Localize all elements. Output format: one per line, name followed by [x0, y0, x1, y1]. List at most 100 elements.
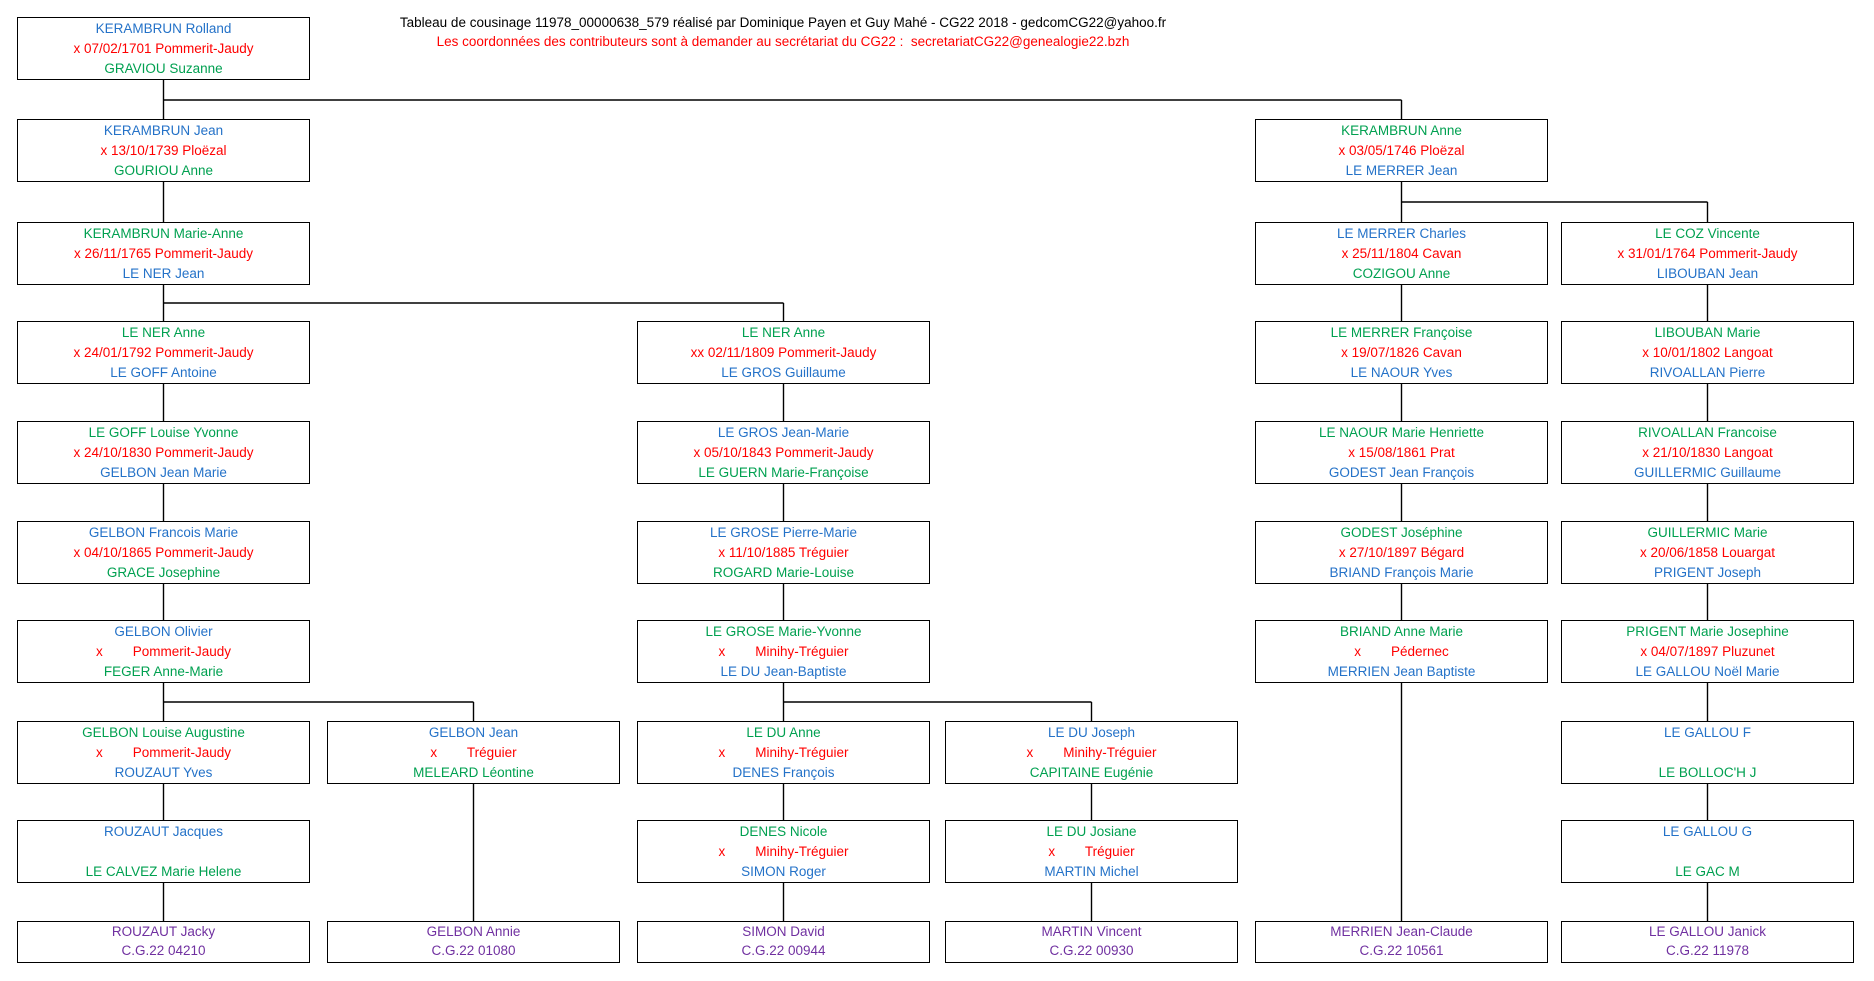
person-box: LE GALLOU F LE BOLLOC'H J	[1561, 721, 1854, 784]
marriage-info: x 24/01/1792 Pommerit-Jaudy	[73, 345, 254, 360]
person-name: LE DU Anne	[746, 725, 821, 740]
spouse-name: BRIAND François Marie	[1329, 565, 1474, 580]
person-name: LE GOFF Louise Yvonne	[88, 425, 239, 440]
person-name: GELBON Olivier	[114, 624, 213, 639]
contributor-name: MARTIN Vincent	[1041, 924, 1142, 939]
person-name: GELBON Francois Marie	[88, 525, 239, 540]
person-name: LE NAOUR Marie Henriette	[1318, 425, 1485, 440]
marriage-info: x 04/07/1897 Pluzunet	[1640, 644, 1775, 659]
marriage-info: x 05/10/1843 Pommerit-Jaudy	[693, 445, 874, 460]
spouse-name: LE GROS Guillaume	[721, 365, 846, 380]
spouse-name: FEGER Anne-Marie	[103, 664, 224, 679]
marriage-info: x 27/10/1897 Bégard	[1338, 545, 1465, 560]
spouse-name: ROUZAUT Yves	[114, 765, 213, 780]
spouse-name: LE GOFF Antoine	[110, 365, 217, 380]
marriage-info: x 11/10/1885 Tréguier	[718, 545, 849, 560]
person-name: KERAMBRUN Rolland	[95, 21, 232, 36]
person-box: LE GOFF Louise Yvonne x 24/10/1830 Pommer…	[17, 421, 310, 484]
person-box: LE COZ Vincente x 31/01/1764 Pommerit-Jau…	[1561, 222, 1854, 285]
person-name: LE GROSE Pierre-Marie	[709, 525, 858, 540]
contributor-name: GELBON Annie	[426, 924, 521, 939]
spouse-name: LE GUERN Marie-Françoise	[698, 465, 869, 480]
person-name: DENES Nicole	[739, 824, 828, 839]
marriage-info	[18, 842, 309, 862]
spouse-name: GUILLERMIC Guillaume	[1633, 465, 1782, 480]
chart-title: Tableau de cousinage 11978_00000638_579 …	[333, 13, 1233, 51]
spouse-name: LE GAC M	[1675, 864, 1740, 879]
person-name: LE GALLOU G	[1662, 824, 1753, 839]
marriage-info: x 07/02/1701 Pommerit-Jaudy	[73, 41, 254, 56]
marriage-info: x 24/10/1830 Pommerit-Jaudy	[73, 445, 254, 460]
person-name: LE MERRER Charles	[1336, 226, 1467, 241]
spouse-name: LIBOUBAN Jean	[1656, 266, 1759, 281]
cg-code: C.G.22 00944	[741, 943, 826, 958]
contributor-name: LE GALLOU Janick	[1648, 924, 1767, 939]
person-name: RIVOALLAN Francoise	[1638, 425, 1777, 440]
person-name: ROUZAUT Jacques	[103, 824, 224, 839]
person-name: PRIGENT Marie Josephine	[1626, 624, 1789, 639]
marriage-info: x 04/10/1865 Pommerit-Jaudy	[73, 545, 254, 560]
marriage-info: x 19/07/1826 Cavan	[1341, 345, 1462, 360]
person-box: LE GROSE Pierre-Marie x 11/10/1885 Trégui…	[637, 521, 930, 584]
marriage-info: x Tréguier	[1048, 844, 1135, 859]
marriage-info	[1562, 743, 1853, 763]
spouse-name: COZIGOU Anne	[1352, 266, 1451, 281]
person-box: LE NAOUR Marie Henriette x 15/08/1861 Pra…	[1255, 421, 1548, 484]
marriage-info: x Pédernec	[1354, 644, 1449, 659]
contributor-name: SIMON David	[742, 924, 825, 939]
person-name: GELBON Louise Augustine	[82, 725, 245, 740]
spouse-name: LE BOLLOC'H J	[1658, 765, 1757, 780]
spouse-name: CAPITAINE Eugénie	[1029, 765, 1154, 780]
person-name: LE GALLOU F	[1663, 725, 1752, 740]
spouse-name: MERRIEN Jean Baptiste	[1327, 664, 1476, 679]
person-name: KERAMBRUN Marie-Anne	[83, 226, 244, 241]
person-box: PRIGENT Marie Josephine x 04/07/1897 Pluz…	[1561, 620, 1854, 683]
marriage-info: x 26/11/1765 Pommerit-Jaudy	[73, 246, 254, 261]
person-name: KERAMBRUN Jean	[103, 123, 224, 138]
marriage-info: x 31/01/1764 Pommerit-Jaudy	[1617, 246, 1798, 261]
person-name: LE COZ Vincente	[1655, 226, 1760, 241]
spouse-name: MELEARD Léontine	[413, 765, 534, 780]
person-name: KERAMBRUN Anne	[1341, 123, 1462, 138]
spouse-name: GELBON Jean Marie	[100, 465, 227, 480]
marriage-info	[1562, 842, 1853, 862]
person-name: LIBOUBAN Marie	[1654, 325, 1761, 340]
person-box: LE GALLOU G LE GAC M	[1561, 820, 1854, 883]
marriage-info: x 20/06/1858 Louargat	[1639, 545, 1776, 560]
marriage-info: x Minihy-Tréguier	[718, 644, 849, 659]
cg-code: C.G.22 11978	[1665, 943, 1750, 958]
spouse-name: GOURIOU Anne	[113, 163, 214, 178]
marriage-info: x 25/11/1804 Cavan	[1341, 246, 1462, 261]
person-box: GELBON Francois Marie x 04/10/1865 Pommer…	[17, 521, 310, 584]
spouse-name: GRAVIOU Suzanne	[104, 61, 223, 76]
person-name: GUILLERMIC Marie	[1647, 525, 1768, 540]
spouse-name: DENES François	[732, 765, 835, 780]
spouse-name: LE CALVEZ Marie Helene	[85, 864, 242, 879]
marriage-info: x 03/05/1746 Ploëzal	[1338, 143, 1465, 158]
spouse-name: LE NAOUR Yves	[1350, 365, 1453, 380]
spouse-name: LE GALLOU Noël Marie	[1635, 664, 1780, 679]
person-box: KERAMBRUN Rolland x 07/02/1701 Pommerit-J…	[17, 17, 310, 80]
marriage-info: x Tréguier	[430, 745, 517, 760]
spouse-name: PRIGENT Joseph	[1653, 565, 1762, 580]
person-name: LE DU Josiane	[1046, 824, 1137, 839]
marriage-info: x 15/08/1861 Prat	[1348, 445, 1455, 460]
contributor-name: MERRIEN Jean-Claude	[1330, 924, 1473, 939]
